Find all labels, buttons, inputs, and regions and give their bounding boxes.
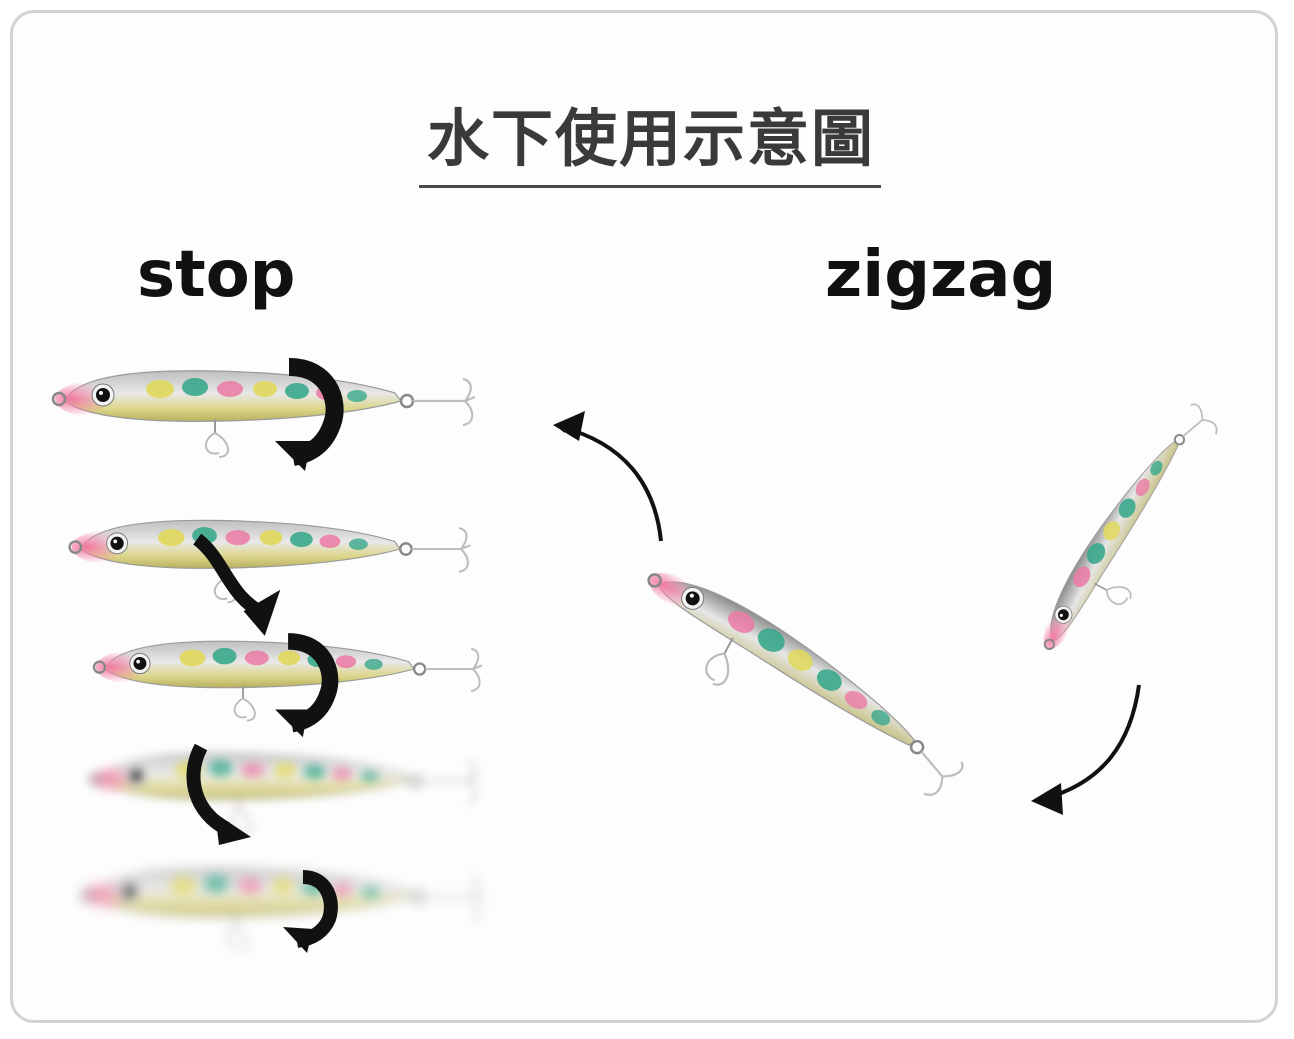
stop-lure-2 (68, 519, 472, 636)
diagram-title: 水下使用示意圖 (426, 102, 875, 175)
stop-arrow-4 (186, 743, 251, 845)
zigzag-label: zigzag (825, 238, 1057, 312)
zigzag-arrow-head-lower (1031, 783, 1063, 815)
lure-illustration (51, 13, 1227, 953)
stop-arrow-5 (283, 870, 338, 953)
zigzag-arrow-lower (1042, 684, 1141, 801)
zigzag-arrow-upper (556, 423, 663, 542)
stop-label: stop (137, 238, 296, 312)
stop-lure-5 (80, 867, 484, 952)
zigzag-arrow-head-upper (553, 411, 585, 441)
zigzag-lure-main (618, 560, 982, 808)
zigzag-lure-secondary (1033, 389, 1227, 673)
stop-lure-1 (51, 367, 477, 471)
stop-lure-3 (92, 641, 484, 737)
stop-lure-4 (88, 752, 480, 834)
title-underline (419, 185, 881, 188)
diagram-card: 水下使用示意圖 stop zigzag (10, 10, 1278, 1023)
